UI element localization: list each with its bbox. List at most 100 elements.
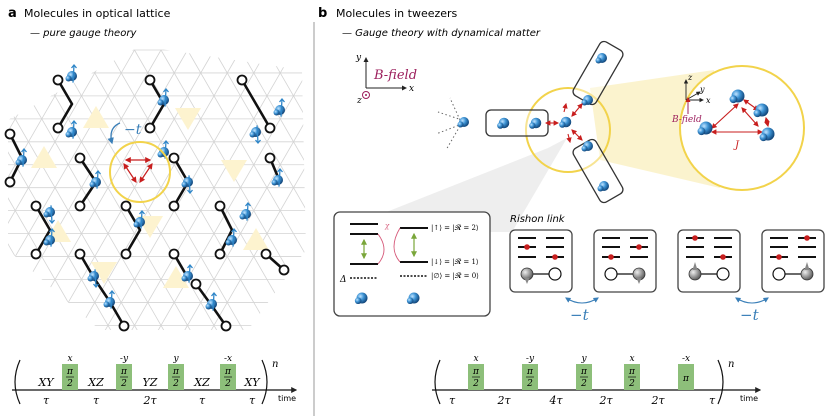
spin-molecule-icon [65,119,77,139]
rishon-box [761,229,825,293]
molecule-icon [354,292,368,305]
molecule-icon [529,117,542,129]
panel-a-title: Molecules in optical lattice [24,7,171,20]
lattice-site [4,176,16,188]
coordinate-axes: y x z B-field [355,53,417,106]
panel-b-title: Molecules in tweezers [336,7,458,20]
svg-text:z: z [687,73,693,82]
duration-label: τ [93,394,100,407]
lattice-site [168,152,180,164]
rishon-hops: −t −t [565,297,769,324]
svg-text:π: π [120,367,128,377]
svg-text:2: 2 [580,379,587,389]
pulse-axis: x [67,354,72,364]
duration-label: τ [449,394,456,407]
spin-molecule-icon [65,63,77,83]
lattice-site [118,320,130,332]
lattice-sites [4,63,290,332]
sequence-op: YZ [143,376,158,389]
svg-text:π: π [224,367,232,377]
lattice-site [214,248,226,260]
spin-molecule-icon [157,87,169,107]
spin-molecule-icon [43,205,55,225]
spin-molecule-icon [103,289,115,309]
lattice-site [278,264,290,276]
zoom-beam-down [336,138,567,232]
sequence-op: XZ [193,376,210,389]
panel-b-label: b [318,6,327,21]
inset-bfield-label: B-field [671,115,702,125]
pulse-axis: y [580,354,587,364]
tweezer-circle [525,87,611,173]
svg-text:y: y [355,53,362,63]
lattice-site [30,200,42,212]
duration-label: 2τ [650,394,665,407]
spin-molecule-icon [87,269,99,289]
svg-text:2: 2 [628,379,635,389]
panel-a-subtitle: — pure gauge theory [30,28,137,39]
spin-molecule-icon [43,227,55,247]
molecule-icon [759,127,775,142]
state-empty: |∅⟩ = |𝓡 = 0⟩ [431,272,479,280]
lattice-site [168,200,180,212]
time-label-a: time [278,394,296,403]
spin-molecule-icon [89,169,101,189]
hop-label-a: −t [124,122,142,138]
energy-levels: χ Δ |↑⟩ = |𝓡 = 2⟩ |↓⟩ = |𝓡 = 1⟩ |∅⟩ = |𝓡… [339,222,479,285]
sequence-op: XY [243,376,261,389]
pulse-axis: -x [682,354,690,364]
svg-text:2: 2 [224,379,231,389]
inset-J-label: J [733,140,740,151]
sequence-op: XY [37,376,55,389]
lattice-site [144,122,156,134]
inset-molecules [697,89,775,142]
paren-close-a [261,359,268,405]
lattice-site [264,152,276,164]
tweezer-box-down [572,138,624,204]
duration-label: 2τ [496,394,511,407]
molecule-icon [729,89,745,104]
spin-molecule-icon [249,125,261,145]
lattice-site [120,248,132,260]
state-up: |↑⟩ = |𝓡 = 2⟩ [431,224,479,232]
hop-label-b2: −t [740,306,760,324]
level-molecules [354,292,420,305]
svg-text:2: 2 [66,379,73,389]
energy-level-box [333,211,491,317]
molecule-icon [595,53,607,64]
lattice-site [120,200,132,212]
hop-arrow-a [107,122,121,145]
duration-label: 4τ [548,394,563,407]
spin-molecule-icon [181,175,193,195]
svg-text:π: π [682,374,690,384]
spin-molecule-icon [273,97,285,117]
lattice-site [220,320,232,332]
molecule-icon [581,95,593,106]
duration-label: τ [709,394,716,407]
lattice-site [168,248,180,260]
rishon-title: Rishon link [510,214,566,225]
spin-molecule-icon [271,167,283,187]
pulse-axis: x [629,354,634,364]
tweezer-molecules [457,53,609,192]
tweezer-box-up [572,40,624,106]
time-label-b: time [740,394,758,403]
spin-molecule-icon [225,227,237,247]
lattice-site [74,152,86,164]
lattice-site [260,248,272,260]
pulse-axis: y [172,354,179,364]
panel-b-subtitle: — Gauge theory with dynamical matter [342,28,541,39]
duration-label: 2τ [598,394,613,407]
molecule-icon [497,117,510,129]
truncation-dots [435,97,463,151]
svg-text:x: x [409,84,414,94]
molecule-icon [753,103,769,118]
svg-text:x: x [706,96,711,105]
lattice-site [236,74,248,86]
molecule-icon [597,181,609,192]
lattice-site [190,278,202,290]
pulse-axis: x [473,354,478,364]
svg-text:y: y [699,85,705,94]
rishon-link-boxes [509,229,825,293]
